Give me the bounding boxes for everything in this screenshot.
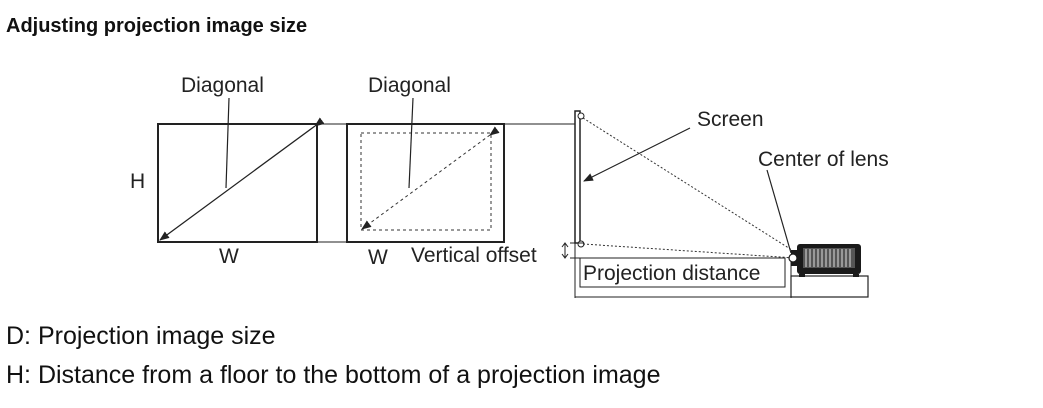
projector-icon [788, 244, 861, 277]
screen [574, 110, 581, 244]
diagonal-label-right: Diagonal [368, 74, 451, 97]
vertical-offset-label: Vertical offset [411, 244, 537, 267]
screen-label: Screen [697, 108, 764, 131]
screen-top-pin [577, 112, 585, 120]
width-label-left: W [219, 245, 239, 268]
beam-top [582, 117, 796, 253]
projection-distance-label: Projection distance [583, 262, 760, 285]
right-diagonal-leader [408, 97, 414, 189]
screen-leader [583, 127, 691, 182]
page-title: Adjusting projection image size [6, 15, 308, 37]
center-of-lens-label: Center of lens [758, 148, 889, 171]
width-label-right: W [368, 246, 388, 269]
height-label: H [130, 170, 145, 193]
beam-bottom [582, 243, 796, 259]
legend-h: H: Distance from a floor to the bottom o… [6, 361, 661, 389]
projection-distance-box [579, 257, 786, 288]
lens-leader [766, 169, 792, 254]
projector-stand [790, 275, 869, 298]
left-diagonal-leader [225, 97, 230, 189]
right-image-frame [346, 123, 505, 243]
right-diagonal-arrow [361, 126, 500, 230]
left-diagonal-arrow [159, 117, 325, 241]
legend-d: D: Projection image size [6, 322, 276, 350]
diagonal-label-left: Diagonal [181, 74, 264, 97]
